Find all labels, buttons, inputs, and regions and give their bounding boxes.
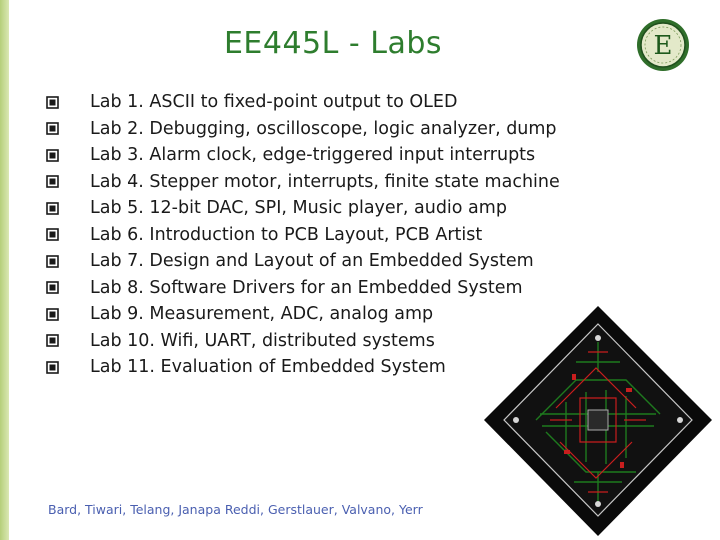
lab-item-label: Lab 3. Alarm clock, edge-triggered input…: [90, 145, 536, 166]
lab-item: Lab 8. Software Drivers for an Embedded …: [46, 275, 560, 302]
lab-item-label: Lab 11. Evaluation of Embedded System: [90, 357, 446, 378]
pcb-board-image: [484, 306, 712, 536]
lab-item: Lab 6. Introduction to PCB Layout, PCB A…: [46, 222, 560, 249]
hollow-square-bullet-icon: [46, 307, 59, 321]
hollow-square-bullet-icon: [46, 201, 59, 215]
lab-item: Lab 9. Measurement, ADC, analog amp: [46, 301, 560, 328]
lab-item: Lab 4. Stepper motor, interrupts, finite…: [46, 169, 560, 196]
lab-item-label: Lab 9. Measurement, ADC, analog amp: [90, 304, 434, 325]
lab-item-label: Lab 7. Design and Layout of an Embedded …: [90, 251, 534, 272]
logo-letter: E: [654, 31, 673, 61]
hollow-square-bullet-icon: [46, 254, 59, 268]
hollow-square-bullet-icon: [46, 228, 59, 242]
hollow-square-bullet-icon: [46, 334, 59, 348]
lab-item: Lab 7. Design and Layout of an Embedded …: [46, 248, 560, 275]
lab-item-label: Lab 6. Introduction to PCB Layout, PCB A…: [90, 224, 483, 245]
slide-title: EE445L - Labs: [223, 26, 443, 61]
lab-item: Lab 2. Debugging, oscilloscope, logic an…: [46, 116, 560, 143]
hollow-square-bullet-icon: [46, 360, 59, 374]
lab-item-label: Lab 10. Wifi, UART, distributed systems: [90, 330, 435, 351]
lab-item: Lab 11. Evaluation of Embedded System: [46, 354, 560, 381]
hollow-square-bullet-icon: [46, 148, 59, 162]
left-accent-bar: [0, 0, 9, 540]
e-medallion-logo-icon: E: [637, 19, 689, 71]
lab-item: Lab 1. ASCII to fixed-point output to OL…: [46, 89, 560, 116]
hollow-square-bullet-icon: [46, 175, 59, 189]
lab-item: Lab 5. 12-bit DAC, SPI, Music player, au…: [46, 195, 560, 222]
lab-item: Lab 10. Wifi, UART, distributed systems: [46, 328, 560, 355]
lab-list: Lab 1. ASCII to fixed-point output to OL…: [46, 89, 560, 381]
lab-item-label: Lab 8. Software Drivers for an Embedded …: [90, 277, 523, 298]
lab-item-label: Lab 4. Stepper motor, interrupts, finite…: [90, 171, 560, 192]
lab-item-label: Lab 1. ASCII to fixed-point output to OL…: [90, 92, 458, 113]
footer-authors: Bard, Tiwari, Telang, Janapa Reddi, Gers…: [48, 502, 423, 517]
hollow-square-bullet-icon: [46, 281, 59, 295]
hollow-square-bullet-icon: [46, 122, 59, 136]
lab-item-label: Lab 5. 12-bit DAC, SPI, Music player, au…: [90, 198, 507, 219]
lab-item: Lab 3. Alarm clock, edge-triggered input…: [46, 142, 560, 169]
lab-item-label: Lab 2. Debugging, oscilloscope, logic an…: [90, 118, 557, 139]
hollow-square-bullet-icon: [46, 95, 59, 109]
